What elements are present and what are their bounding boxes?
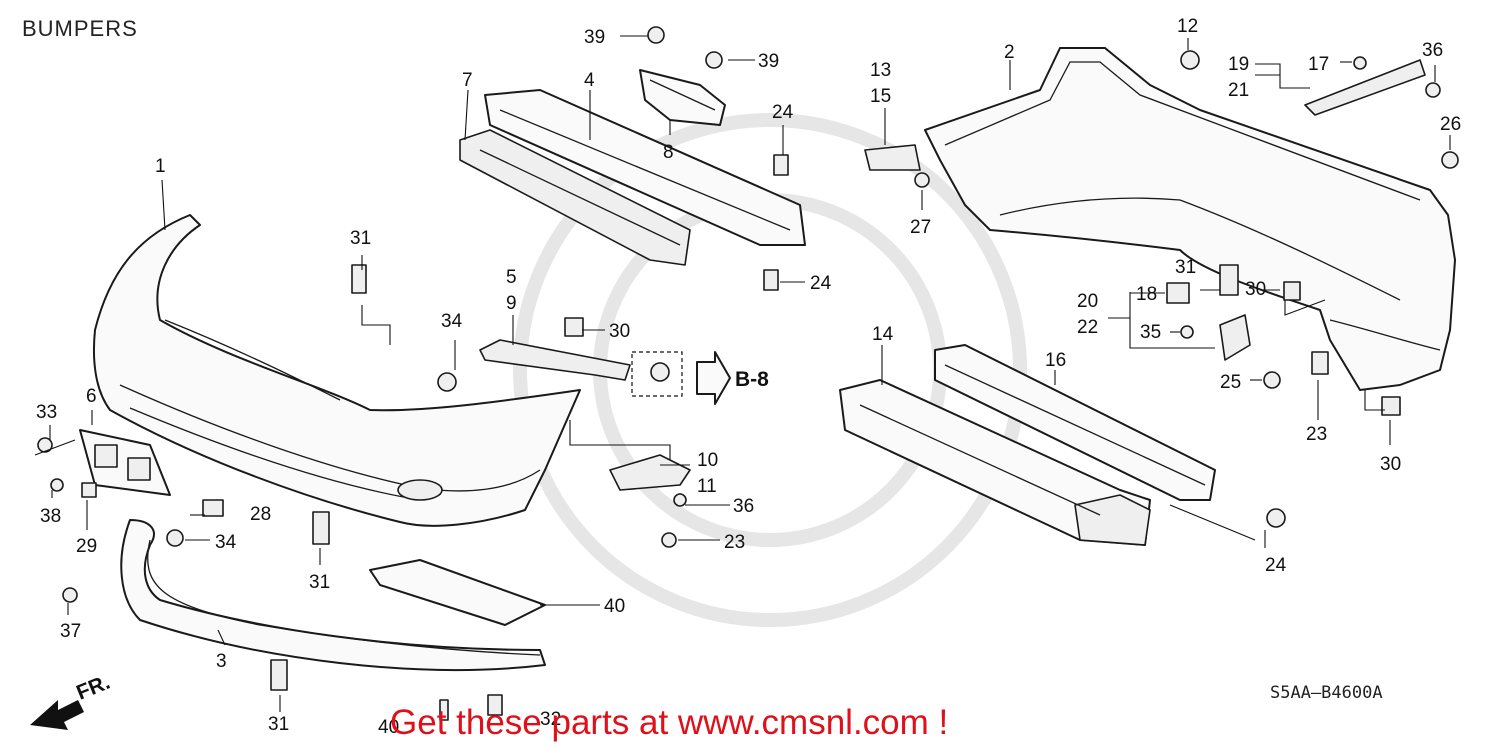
callout-30b: 30 xyxy=(1245,279,1266,300)
callout-17: 17 xyxy=(1308,54,1329,75)
callout-31d: 31 xyxy=(268,714,289,735)
front-beam-bracket[interactable] xyxy=(639,69,726,126)
callout-7: 7 xyxy=(462,70,473,91)
callout-40b: 40 xyxy=(378,717,399,738)
callout-31b: 31 xyxy=(1175,257,1196,278)
callout-labels: 1 2 3 4 5 6 7 8 9 10 11 12 13 14 15 16 1… xyxy=(36,16,1461,738)
callout-24a: 24 xyxy=(772,102,794,123)
callout-9: 9 xyxy=(506,293,517,314)
callout-24c: 24 xyxy=(1265,555,1287,576)
callout-23a: 23 xyxy=(724,532,745,553)
callout-40a: 40 xyxy=(604,596,625,617)
callout-39a: 39 xyxy=(584,27,605,48)
front-direction-arrow xyxy=(30,700,84,730)
callout-16: 16 xyxy=(1045,350,1066,371)
callout-27: 27 xyxy=(910,217,931,238)
callout-21: 21 xyxy=(1228,80,1249,101)
b8-reference xyxy=(631,351,731,405)
callout-1: 1 xyxy=(155,156,166,177)
callout-34b: 34 xyxy=(215,532,237,553)
callout-14: 14 xyxy=(872,324,894,345)
callout-30c: 30 xyxy=(1380,454,1401,475)
callout-29: 29 xyxy=(76,536,97,557)
callout-36b: 36 xyxy=(1422,40,1443,61)
callout-20: 20 xyxy=(1077,291,1098,312)
callout-37: 37 xyxy=(60,621,81,642)
license-plate-base[interactable] xyxy=(79,429,171,496)
callout-8: 8 xyxy=(663,142,674,163)
callout-6: 6 xyxy=(86,386,97,407)
callout-25: 25 xyxy=(1220,372,1241,393)
callout-30a: 30 xyxy=(609,321,630,342)
diagram-title: BUMPERS xyxy=(22,16,138,41)
callout-33: 33 xyxy=(36,402,57,423)
callout-18: 18 xyxy=(1136,284,1157,305)
callout-28: 28 xyxy=(250,504,271,525)
callout-31c: 31 xyxy=(309,572,330,593)
promo-banner-link[interactable]: Get these parts at www.cmsnl.com ! xyxy=(390,703,949,742)
rear-absorber[interactable] xyxy=(839,379,1151,546)
rear-bumper-beam[interactable] xyxy=(934,344,1216,501)
callout-12: 12 xyxy=(1177,16,1198,37)
fasteners[interactable] xyxy=(37,26,1459,721)
small-brackets[interactable] xyxy=(479,59,1426,491)
callout-4: 4 xyxy=(584,70,595,91)
callout-19: 19 xyxy=(1228,54,1249,75)
front-marker-label: FR. xyxy=(73,671,113,705)
leader-lines xyxy=(34,35,1451,712)
callout-10: 10 xyxy=(697,450,718,471)
callout-22: 22 xyxy=(1077,317,1098,338)
callout-5: 5 xyxy=(506,267,517,288)
callout-32: 32 xyxy=(540,709,561,730)
callout-2: 2 xyxy=(1004,42,1015,63)
callout-38: 38 xyxy=(40,506,61,527)
callout-31a: 31 xyxy=(350,228,371,249)
reference-b8: B-8 xyxy=(735,368,769,391)
callout-36a: 36 xyxy=(733,496,754,517)
callout-13: 13 xyxy=(870,60,891,81)
callout-26: 26 xyxy=(1440,114,1461,135)
front-bumper-face[interactable] xyxy=(92,214,581,527)
callout-35: 35 xyxy=(1140,322,1161,343)
callout-23b: 23 xyxy=(1306,424,1327,445)
front-bumper-beam[interactable] xyxy=(459,89,806,266)
front-lower-spoiler[interactable] xyxy=(120,519,546,671)
diagram-code: S5AA—B4600A xyxy=(1270,683,1383,703)
callout-11: 11 xyxy=(697,476,717,497)
callout-39b: 39 xyxy=(758,51,779,72)
callout-24b: 24 xyxy=(810,273,832,294)
callout-3: 3 xyxy=(216,651,227,672)
front-under-cover[interactable] xyxy=(369,559,546,626)
callout-34a: 34 xyxy=(441,311,463,332)
callout-15: 15 xyxy=(870,86,891,107)
rear-bumper-face[interactable] xyxy=(924,47,1456,391)
